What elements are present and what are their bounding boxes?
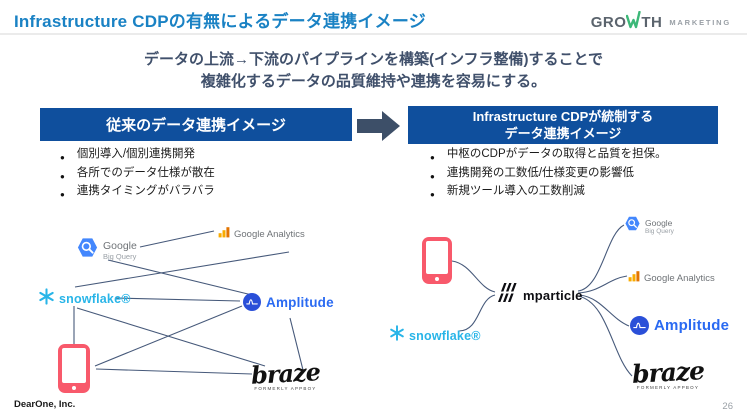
footer-company: DearOne, Inc. bbox=[14, 399, 76, 410]
phone-screen bbox=[62, 348, 86, 383]
list-item: 連携タイミングがバラバラ bbox=[60, 184, 360, 203]
amplitude-label: Amplitude bbox=[654, 317, 730, 334]
logo-text-gro: GRO bbox=[590, 14, 627, 31]
snowflake-node-right: snowflake® bbox=[388, 324, 481, 347]
mparticle-label: mparticle bbox=[523, 288, 583, 303]
snowflake-label: snowflake® bbox=[59, 292, 131, 306]
list-item: 連携開発の工数低/仕様変更の影響低 bbox=[430, 166, 730, 185]
snowflake-icon bbox=[388, 324, 406, 347]
google-analytics-node-left: Google Analytics bbox=[218, 225, 305, 243]
cdp-panel-title-line2: データ連携イメージ bbox=[504, 126, 622, 141]
mparticle-icon bbox=[495, 283, 519, 308]
list-item: 個別導入/個別連携開発 bbox=[60, 147, 360, 166]
logo-text-marketing: MARKETING bbox=[669, 18, 731, 27]
amplitude-node-left: Amplitude bbox=[243, 293, 334, 311]
cdp-panel-header: Infrastructure CDPが統制する データ連携イメージ bbox=[408, 106, 718, 144]
google-analytics-label: Google Analytics bbox=[234, 228, 305, 240]
braze-label: braze bbox=[250, 357, 321, 390]
google-analytics-node-right: Google Analytics bbox=[628, 269, 715, 287]
phone-home-button bbox=[72, 386, 76, 390]
amplitude-icon bbox=[243, 293, 261, 311]
growth-check-icon bbox=[626, 10, 642, 34]
amplitude-icon bbox=[630, 316, 649, 335]
intro-line-2: 複雑化するデータの品質維持や連携を容易にする。 bbox=[200, 73, 547, 90]
legacy-panel-header: 従来のデータ連携イメージ bbox=[40, 108, 352, 141]
bigquery-label: Google bbox=[645, 217, 673, 228]
bigquery-icon bbox=[624, 215, 641, 237]
growth-marketing-logo: GRO TH MARKETING bbox=[590, 10, 731, 34]
bigquery-icon bbox=[76, 236, 99, 264]
page-number: 26 bbox=[722, 401, 733, 412]
mobile-phone-icon-left bbox=[58, 344, 90, 393]
braze-sublabel: FORMERLY APPBOY bbox=[254, 386, 317, 391]
page-title: Infrastructure CDPの有無によるデータ連携イメージ bbox=[14, 12, 426, 31]
list-item: 新規ツール導入の工数削減 bbox=[430, 184, 730, 203]
legacy-panel-title: 従来のデータ連携イメージ bbox=[106, 117, 286, 134]
cdp-bullet-list: 中枢のCDPがデータの取得と品質を担保。 連携開発の工数低/仕様変更の影響低 新… bbox=[430, 147, 730, 203]
bigquery-sublabel: Big Query bbox=[103, 251, 137, 261]
list-item: 各所でのデータ仕様が散在 bbox=[60, 166, 360, 185]
snowflake-label: snowflake® bbox=[409, 328, 481, 343]
header-divider bbox=[0, 33, 747, 35]
mobile-phone-icon-right bbox=[422, 237, 452, 284]
google-analytics-icon bbox=[218, 225, 230, 243]
braze-node-left: braze FORMERLY APPBOY bbox=[250, 357, 321, 392]
snowflake-node-left: snowflake® bbox=[37, 287, 131, 311]
legacy-bullet-list: 個別導入/個別連携開発 各所でのデータ仕様が散在 連携タイミングがバラバラ bbox=[60, 147, 360, 203]
bigquery-label: Google bbox=[103, 239, 137, 252]
logo-text-th: TH bbox=[641, 14, 663, 31]
amplitude-node-right: Amplitude bbox=[630, 316, 729, 335]
amplitude-label: Amplitude bbox=[266, 294, 334, 310]
braze-node-right: braze FORMERLY APPBOY bbox=[631, 356, 705, 391]
intro-line-1: データの上流→下流のパイプラインを構築(インフラ整備)することで bbox=[143, 51, 604, 68]
bigquery-sublabel: Big Query bbox=[645, 227, 674, 235]
google-analytics-label: Google Analytics bbox=[644, 272, 715, 284]
braze-label: braze bbox=[631, 356, 705, 389]
phone-screen bbox=[426, 241, 448, 274]
phone-home-button bbox=[435, 277, 439, 281]
bigquery-node-left: Google Big Query bbox=[76, 236, 137, 264]
list-item: 中枢のCDPがデータの取得と品質を担保。 bbox=[430, 147, 730, 166]
braze-sublabel: FORMERLY APPBOY bbox=[636, 385, 700, 390]
right-arrow-icon bbox=[357, 110, 401, 147]
google-analytics-icon bbox=[628, 269, 640, 287]
intro-statement: データの上流→下流のパイプラインを構築(インフラ整備)することで 複雑化するデー… bbox=[0, 49, 747, 93]
cdp-panel-title-line1: Infrastructure CDPが統制する bbox=[472, 109, 654, 124]
bigquery-node-right: Google Big Query bbox=[624, 215, 674, 237]
mparticle-node: mparticle bbox=[495, 283, 583, 308]
snowflake-icon bbox=[37, 287, 56, 311]
